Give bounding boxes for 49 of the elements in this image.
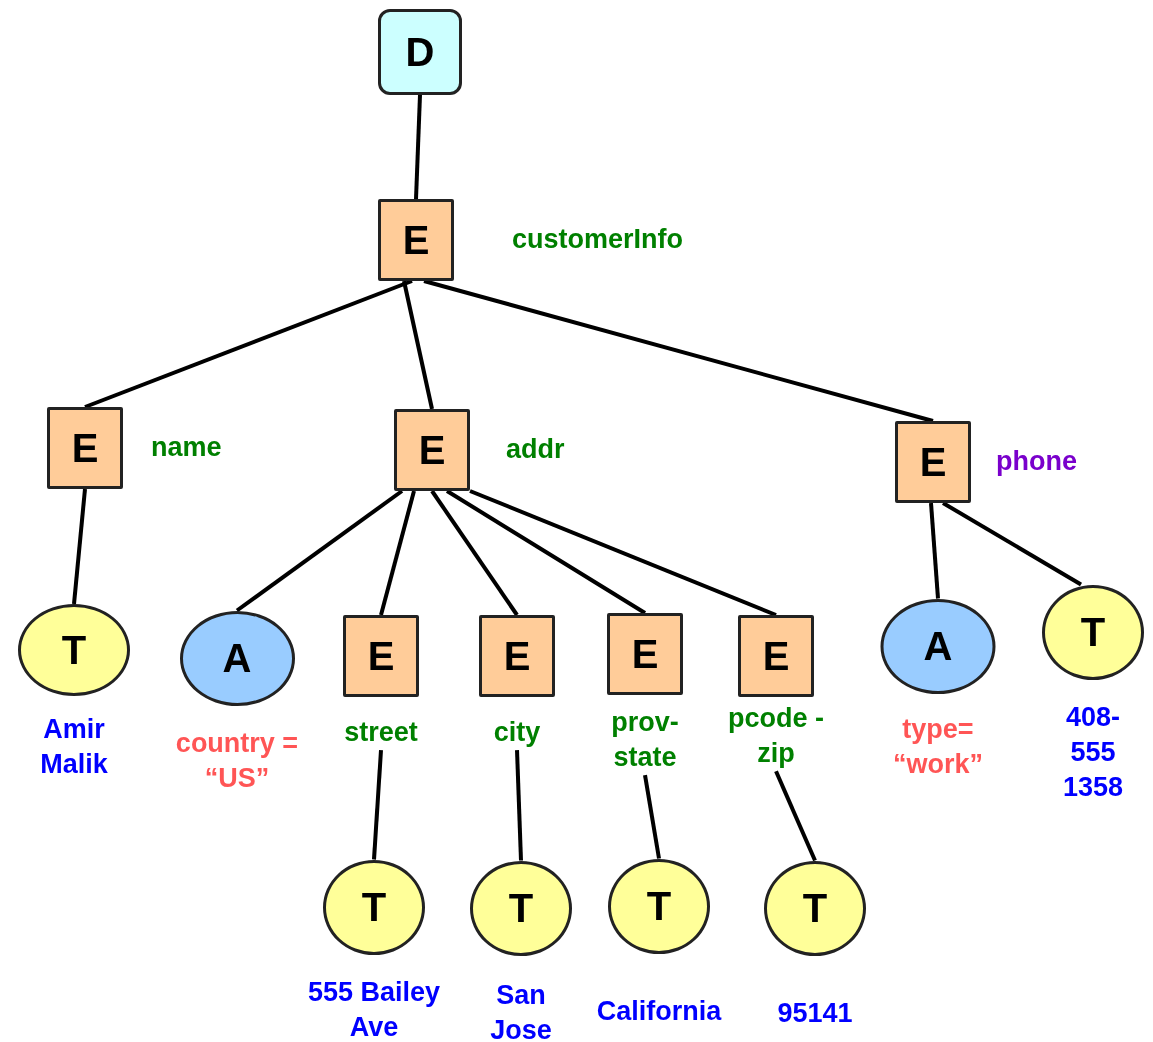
node-label: city <box>492 716 542 749</box>
document-box: D <box>378 9 462 95</box>
connector-line <box>423 279 934 423</box>
connector-line <box>469 489 777 617</box>
node-label: San Jose <box>489 978 553 1042</box>
attribute-circle: A <box>179 610 295 706</box>
element-box: E <box>343 615 419 697</box>
text-circle: T <box>764 860 866 956</box>
connector-line <box>445 489 647 615</box>
connector-line <box>379 490 416 616</box>
text-circle: T <box>608 858 710 954</box>
connector-line <box>372 749 383 860</box>
node-label: addr <box>506 433 565 467</box>
connector-line <box>430 489 519 617</box>
element-box: E <box>394 409 470 491</box>
connector-line <box>774 770 817 862</box>
element-box: E <box>895 421 971 503</box>
text-circle: T <box>18 604 130 696</box>
connector-line <box>515 750 523 861</box>
element-box: E <box>479 615 555 697</box>
element-box: E <box>47 407 123 489</box>
node-label: Amir Malik <box>39 713 109 782</box>
attribute-circle: A <box>880 598 996 694</box>
connector-line <box>84 279 413 409</box>
node-label: country = “US” <box>174 726 300 795</box>
connector-line <box>235 489 404 613</box>
node-label: California <box>595 994 723 1028</box>
node-label: 555 Bailey Ave <box>306 975 442 1042</box>
node-label: type= “work” <box>892 712 984 781</box>
node-label: 408- 555 1358 <box>1061 700 1125 804</box>
element-box: E <box>378 199 454 281</box>
connector-line <box>402 280 434 410</box>
node-label: phone <box>996 445 1077 479</box>
connector-line <box>643 774 661 859</box>
text-circle: T <box>470 860 572 956</box>
node-label: name <box>151 431 222 465</box>
node-label: prov- state <box>610 706 680 775</box>
text-circle: T <box>323 859 425 955</box>
element-box: E <box>738 615 814 697</box>
node-label: street <box>343 716 419 749</box>
connector-line <box>414 94 422 200</box>
node-label: 95141 <box>776 996 854 1030</box>
node-label: customerInfo <box>512 223 684 257</box>
text-circle: T <box>1042 584 1144 680</box>
connector-line <box>72 488 87 605</box>
node-label: pcode -zip <box>727 702 825 771</box>
element-box: E <box>607 613 683 695</box>
connector-line <box>942 501 1082 587</box>
connector-line <box>929 502 940 599</box>
